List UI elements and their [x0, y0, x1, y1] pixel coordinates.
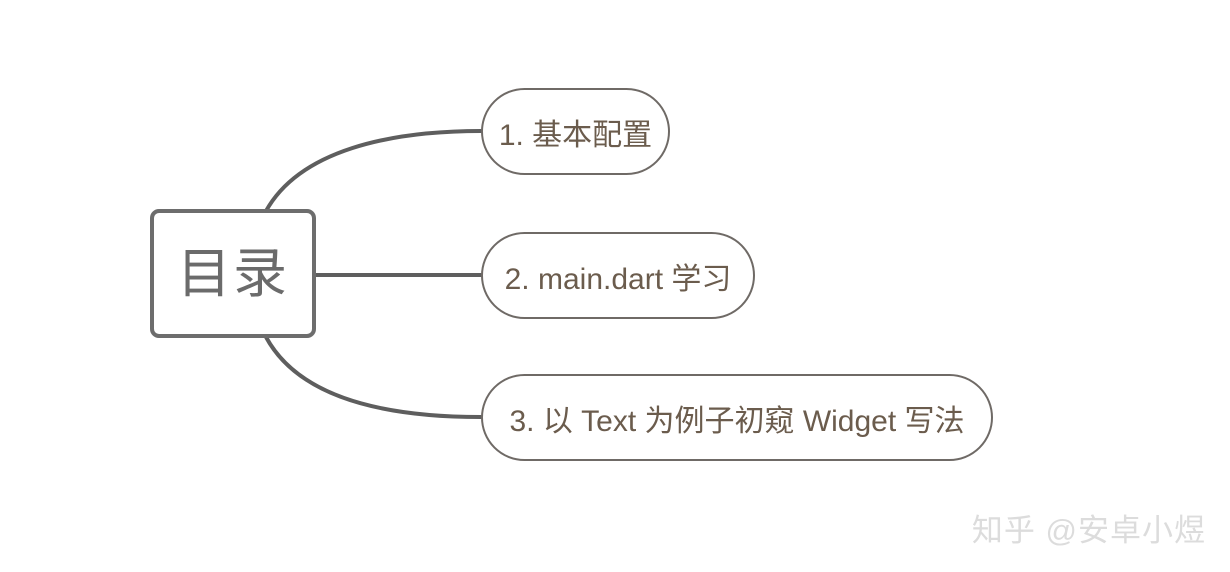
- branch-node-3[interactable]: 3. 以 Text 为例子初窥 Widget 写法: [481, 374, 993, 461]
- branch-node-2-label: 2. main.dart 学习: [504, 262, 732, 296]
- branch-node-1[interactable]: 1. 基本配置: [481, 88, 670, 175]
- connector-branch-3: [264, 335, 483, 419]
- branch-node-1-label: 1. 基本配置: [498, 118, 653, 152]
- branch-node-3-label: 3. 以 Text 为例子初窥 Widget 写法: [509, 404, 965, 438]
- branch-node-2[interactable]: 2. main.dart 学习: [481, 232, 755, 319]
- root-node[interactable]: 目录: [150, 209, 316, 338]
- watermark: 知乎 @安卓小煜: [971, 513, 1206, 548]
- root-node-label: 目录: [177, 243, 289, 304]
- connector-branch-1: [264, 129, 483, 213]
